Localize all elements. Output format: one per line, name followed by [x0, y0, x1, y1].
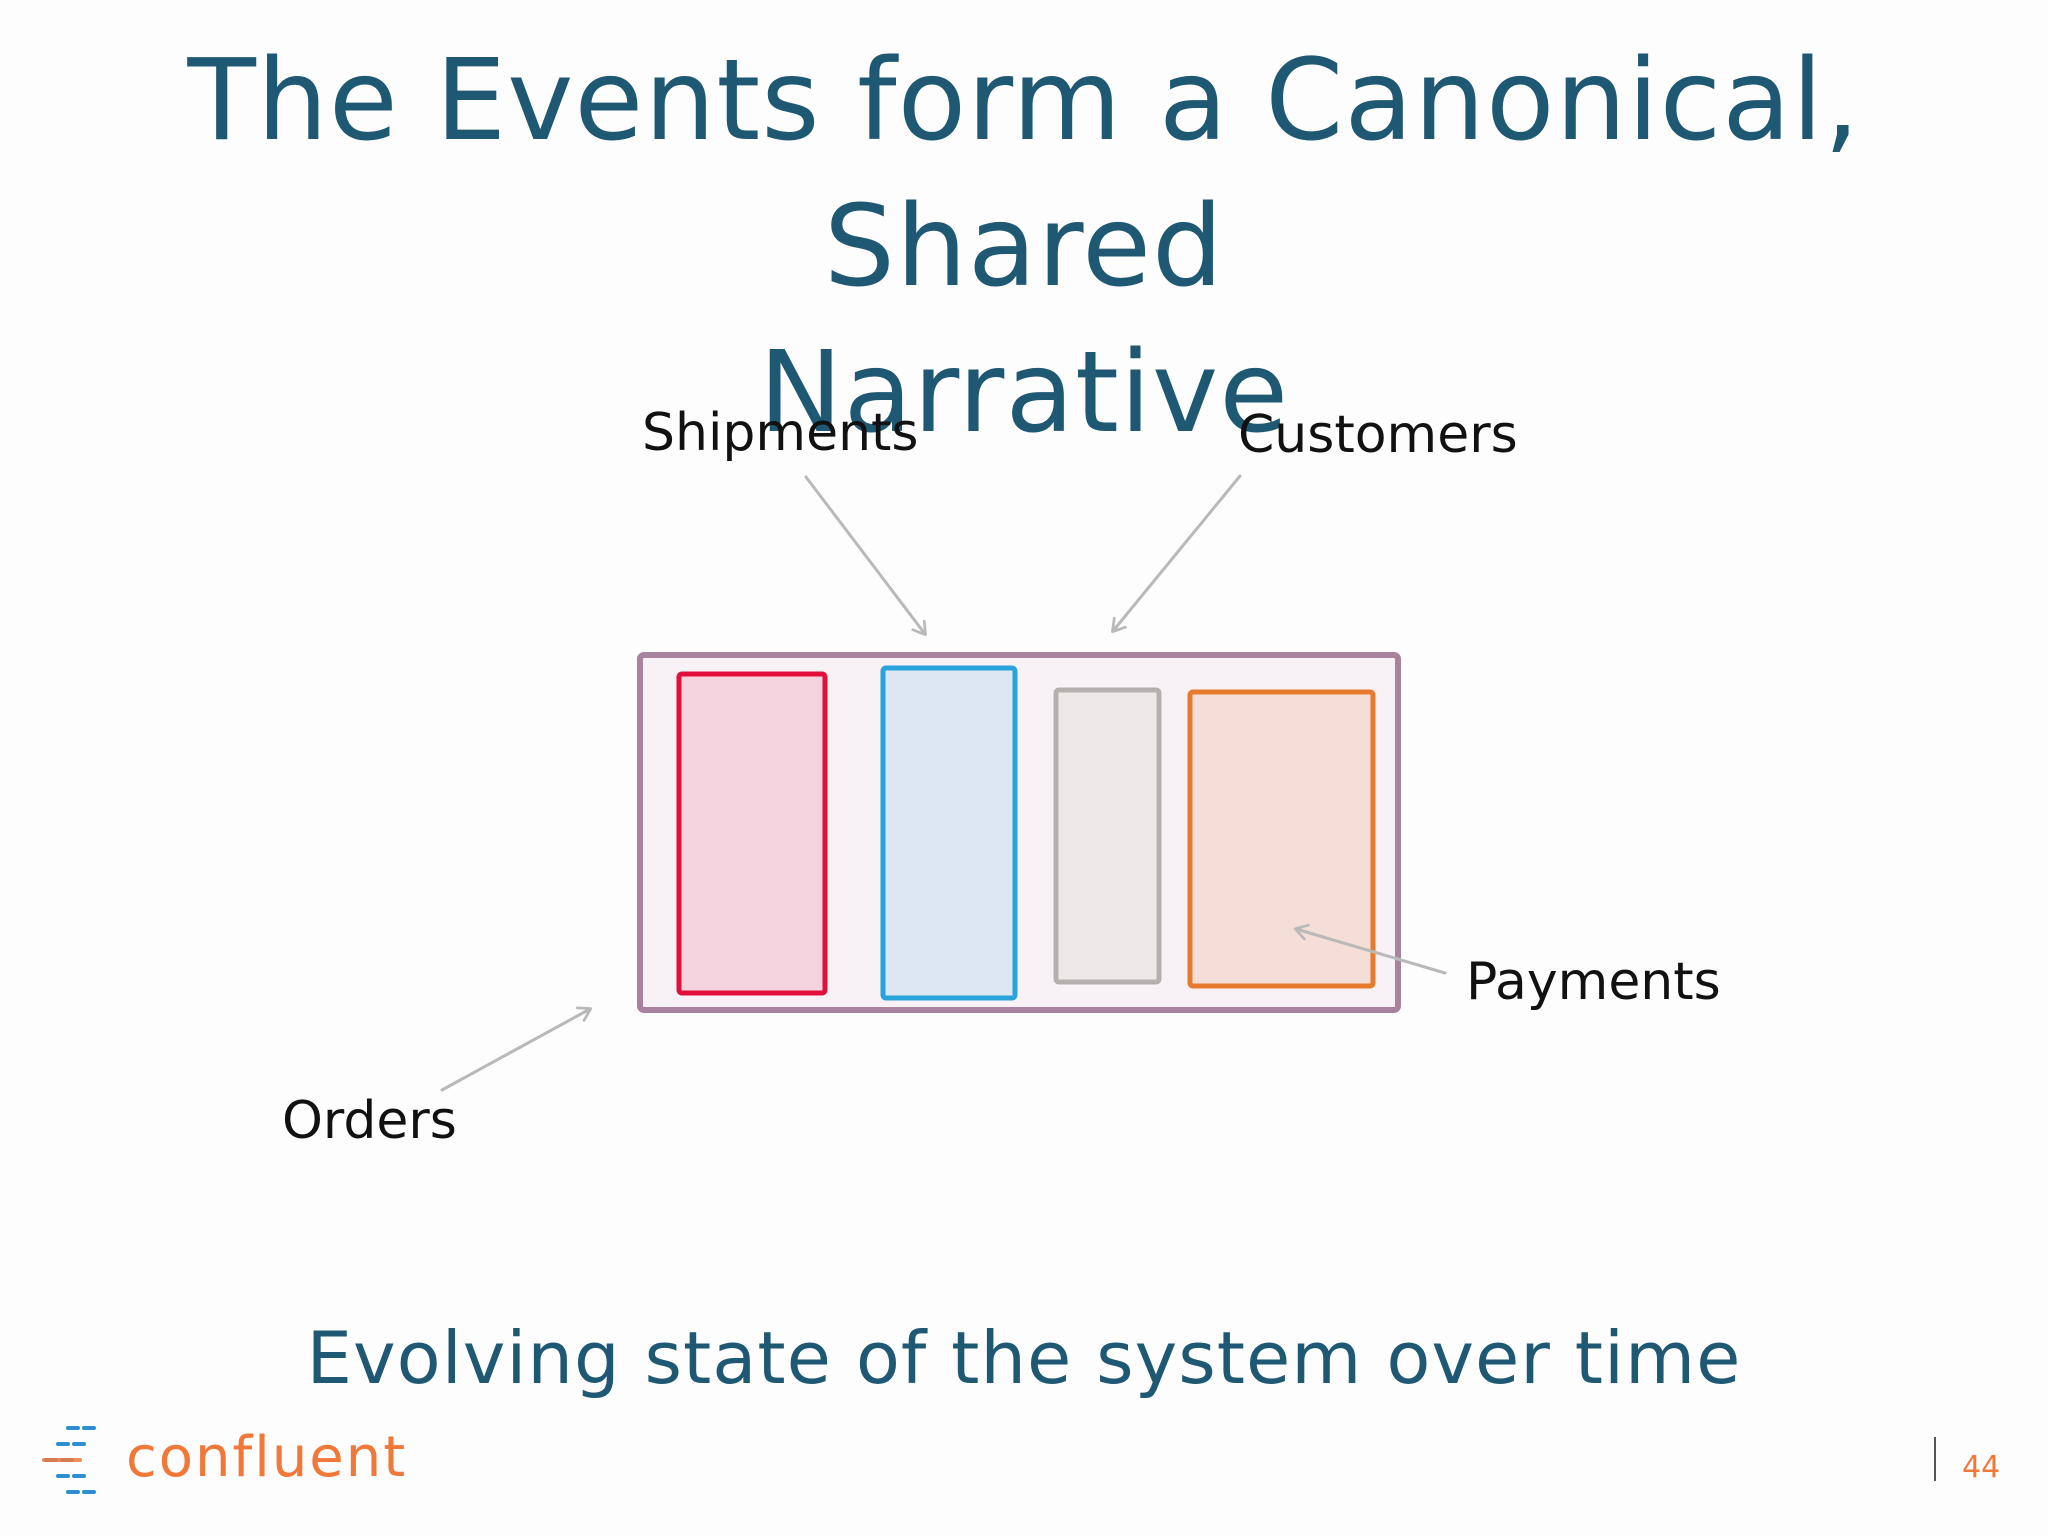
slide-title-line-2: Narrative: [758, 328, 1290, 458]
shipments-label: Shipments: [642, 403, 919, 463]
slide-title-line-1: The Events form a Canonical, Shared: [187, 36, 1861, 312]
orders-label: Orders: [282, 1091, 457, 1151]
orders-topic-box: [676, 671, 828, 996]
confluent-logo: confluent: [40, 1422, 405, 1512]
slide-title: The Events form a Canonical, Shared Narr…: [0, 28, 2048, 466]
payments-topic-box: [1187, 689, 1376, 989]
payments-label: Payments: [1466, 952, 1721, 1012]
confluent-wordmark: confluent: [126, 1425, 408, 1490]
customers-topic-box: [1053, 687, 1162, 985]
confluent-mark-icon: [42, 1426, 96, 1494]
orders-arrow: [440, 1006, 593, 1092]
slide-subtitle: Evolving state of the system over time: [306, 1316, 1742, 1400]
customers-label: Customers: [1238, 405, 1518, 465]
shipments-arrow: [804, 475, 927, 637]
customers-arrow: [1111, 474, 1242, 634]
page-number-divider: [1934, 1437, 1936, 1481]
shipments-topic-box: [880, 665, 1018, 1001]
page-number: 44: [1962, 1450, 2001, 1485]
payments-arrow: [1293, 923, 1447, 975]
